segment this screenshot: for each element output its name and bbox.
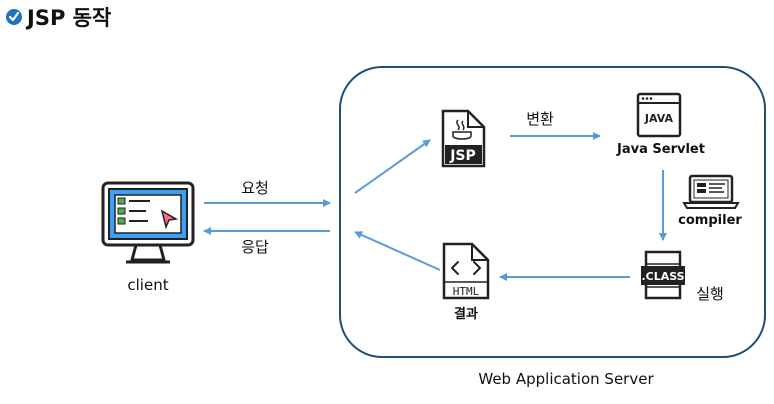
server-label: Web Application Server [478, 370, 654, 388]
compiler-label: compiler [678, 213, 742, 228]
convert-label: 변환 [526, 110, 554, 128]
jsp-file-icon: JSP [441, 109, 486, 168]
page-title: JSP 동작 [6, 6, 111, 30]
response-label: 응답 [241, 238, 269, 256]
laptop-icon [682, 174, 740, 209]
java-servlet-label: Java Servlet [616, 142, 705, 157]
server-boundary [339, 66, 766, 358]
client-label: client [127, 276, 168, 294]
java-window-icon: JAVA [636, 92, 682, 138]
java-icon-text: JAVA [644, 112, 674, 125]
result-arrow [354, 231, 441, 271]
result-label: 결과 [454, 306, 478, 322]
request-label: 요청 [241, 179, 269, 197]
jsp-icon-text: JSP [449, 148, 476, 164]
html-file-icon: HTML [442, 242, 490, 300]
monitor-icon [101, 181, 195, 264]
class-icon-text: .CLASS [641, 270, 684, 283]
to-jsp-arrow [354, 139, 431, 194]
html-icon-text: HTML [453, 285, 480, 298]
execute-label: 실행 [696, 285, 724, 303]
page-title-text: JSP 동작 [25, 6, 111, 30]
class-file-icon: .CLASS [641, 250, 685, 300]
